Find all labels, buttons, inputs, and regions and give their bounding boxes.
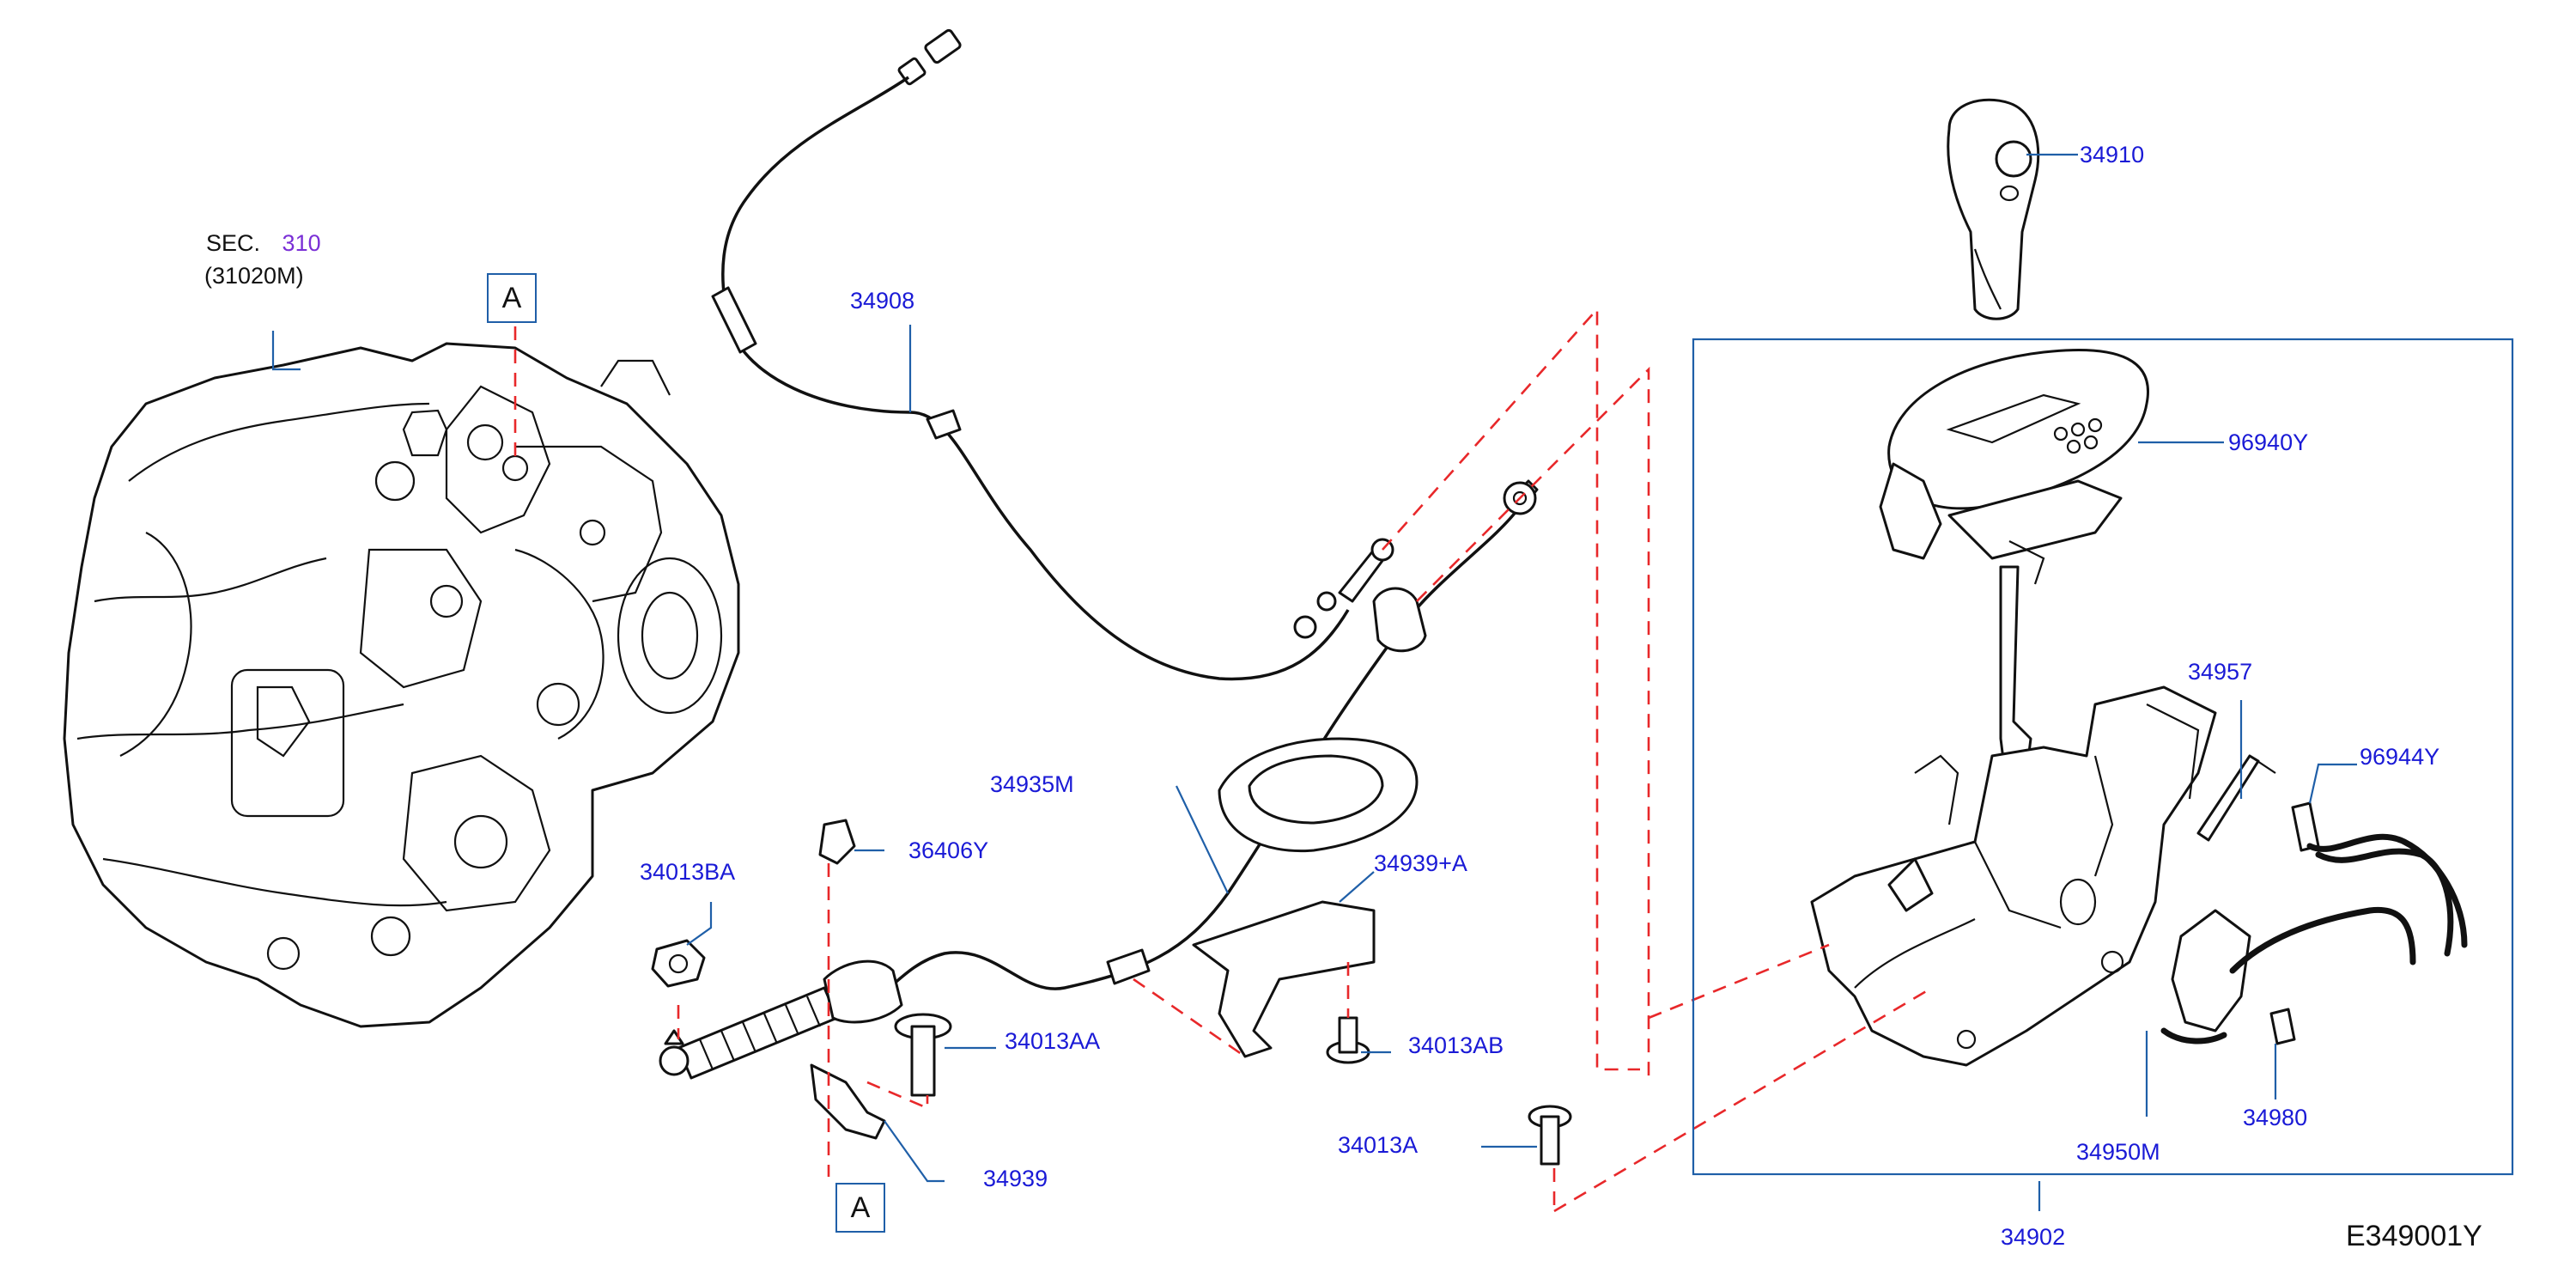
ref-marker-a-top: A [487,273,537,323]
part-label-34980[interactable]: 34980 [2243,1105,2308,1130]
section-prefix: SEC. [206,230,261,256]
part-label-34939A[interactable]: 34939+A [1374,850,1467,876]
section-number-link[interactable]: 310 [282,230,321,256]
part-label-34013A[interactable]: 34013A [1338,1132,1419,1158]
shifter-base [1810,565,2217,1067]
bracket-34939A [1192,900,1376,1058]
part-label-34013AB[interactable]: 34013AB [1408,1032,1504,1058]
part-label-34013AA[interactable]: 34013AA [1005,1028,1101,1054]
transmission-assembly [63,342,740,1028]
ref-marker-a-bottom: A [835,1183,885,1233]
harness-96944Y [2291,801,2468,957]
part-label-96940Y[interactable]: 96940Y [2228,429,2309,455]
switch-34980 [2269,1008,2296,1045]
section-part-number: (31020M) [204,263,304,289]
bracket-34939 [810,1063,886,1140]
part-label-34950M[interactable]: 34950M [2076,1139,2160,1165]
part-label-36406Y[interactable]: 36406Y [908,837,989,863]
pin-34957 [2196,754,2260,842]
control-cable-main [659,479,1539,1080]
assembly-guides [513,306,1933,1213]
diagram-code: E349001Y [2346,1220,2482,1252]
part-label-96944Y[interactable]: 96944Y [2360,744,2440,770]
harness-34950M [2160,906,2416,1045]
fasteners [651,819,1572,1166]
part-label-34939[interactable]: 34939 [983,1166,1048,1191]
part-label-34935M[interactable]: 34935M [990,771,1074,797]
indicator-panel [1879,349,2149,585]
part-label-34902[interactable]: 34902 [2001,1224,2066,1250]
section-reference: SEC. 310 [206,230,321,256]
part-label-34013BA[interactable]: 34013BA [640,859,736,885]
part-label-34910[interactable]: 34910 [2080,142,2145,167]
shift-knob [1947,98,2040,320]
part-label-34957[interactable]: 34957 [2188,659,2253,685]
shift-cable-upper [711,28,1394,681]
leader-lines [271,153,2514,1211]
part-label-34908[interactable]: 34908 [850,288,915,314]
